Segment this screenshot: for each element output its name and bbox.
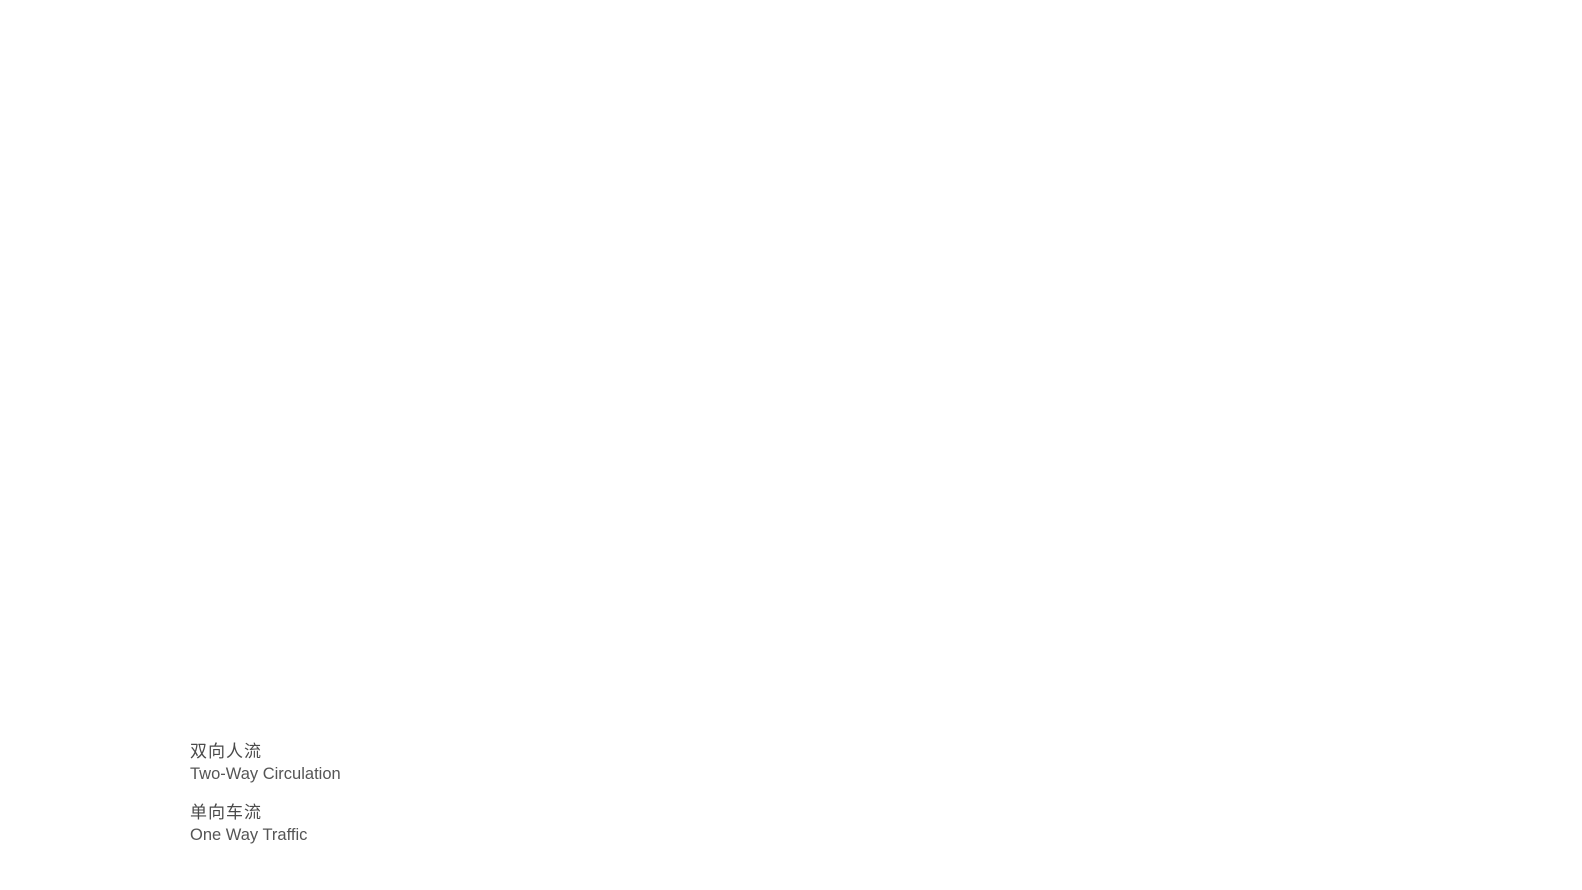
two-way-dotted-arrow bbox=[52, 742, 170, 766]
legend-label-one-way-en: One Way Traffic bbox=[190, 826, 308, 844]
one-way-dotted-arrow bbox=[52, 803, 170, 827]
legend-label-one-way-zh: 单向车流 bbox=[190, 803, 262, 822]
legend-item-one-way: 单向车流 One Way Traffic bbox=[52, 801, 341, 847]
legend-label-two-way-en: Two-Way Circulation bbox=[190, 765, 341, 783]
legend: 双向人流 Two-Way Circulation 单向车流 One Way Tr… bbox=[52, 740, 341, 862]
legend-item-two-way: 双向人流 Two-Way Circulation bbox=[52, 740, 341, 786]
legend-label-two-way-zh: 双向人流 bbox=[190, 742, 262, 761]
